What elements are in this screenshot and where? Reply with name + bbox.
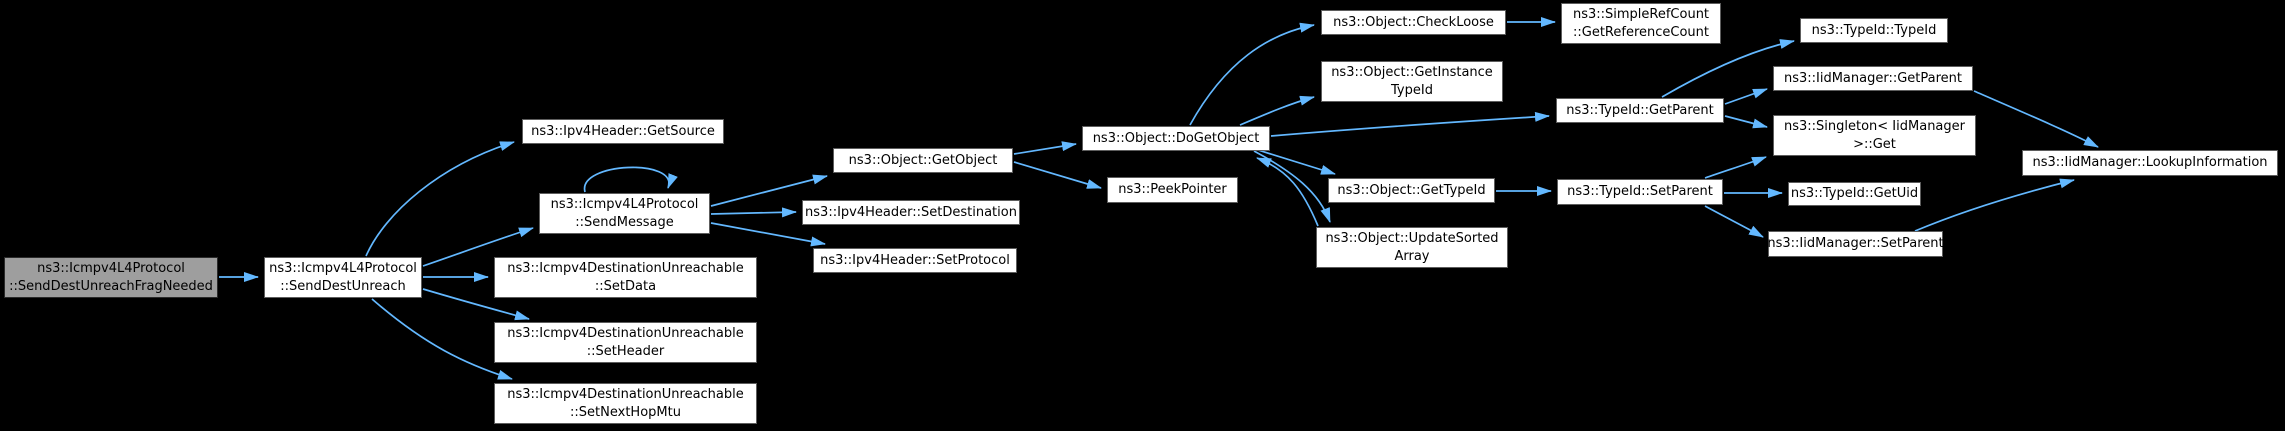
node-label: ns3::Icmpv4L4Protocol xyxy=(37,260,185,276)
node-dest-unreachable-set-data[interactable]: ns3::Icmpv4DestinationUnreachable::SetDa… xyxy=(494,257,757,298)
node-label: Array xyxy=(1394,248,1430,264)
edge-icmpv4-send-message--to--icmpv4-send-message xyxy=(584,166,678,193)
node-label: ns3::TypeId::SetParent xyxy=(1567,184,1713,199)
edge-object-get-object--to--peek-pointer xyxy=(1013,161,1102,189)
node-label: ns3::Ipv4Header::GetSource xyxy=(531,123,715,139)
edge-object-do-get-object--to--object-get-type-id xyxy=(1257,149,1336,175)
edge-icmpv4-send-dest-unreach--to--ipv4header-get-source xyxy=(365,141,515,257)
edge-icmpv4-send-message--to--ipv4header-set-protocol xyxy=(710,222,826,247)
node-label: ::SendDestUnreach xyxy=(280,278,406,294)
node-label: ::SendDestUnreachFragNeeded xyxy=(9,278,213,294)
node-iid-manager-get-parent[interactable]: ns3::IidManager::GetParent xyxy=(1773,66,1973,91)
node-label: ::SendMessage xyxy=(575,214,674,230)
edge-object-do-get-object--to--object-check-loose xyxy=(1189,22,1315,126)
node-label: ns3::Icmpv4DestinationUnreachable xyxy=(507,325,744,341)
edge-icmpv4-send-message--to--object-get-object xyxy=(710,174,828,207)
edge-icmpv4-send-dest-unreach--to--dest-unreachable-set-header xyxy=(422,288,530,321)
node-label: ns3::Object::DoGetObject xyxy=(1092,130,1260,146)
node-label: ::GetReferenceCount xyxy=(1573,24,1709,40)
node-label: ns3::Object::GetTypeId xyxy=(1337,182,1486,198)
edge-type-id-get-parent--to--iid-manager-get-parent xyxy=(1724,88,1768,105)
node-simple-ref-count-get-reference-count[interactable]: ns3::SimpleRefCount::GetReferenceCount xyxy=(1561,3,1721,44)
node-label: ::SetHeader xyxy=(586,343,665,359)
node-dest-unreachable-set-header[interactable]: ns3::Icmpv4DestinationUnreachable::SetHe… xyxy=(494,322,757,363)
node-label: ns3::Object::GetInstance xyxy=(1331,64,1493,80)
node-label: ns3::SimpleRefCount xyxy=(1572,6,1710,22)
node-label: ns3::Object::UpdateSorted xyxy=(1325,230,1499,246)
node-label: ns3::IidManager::LookupInformation xyxy=(2032,155,2268,170)
edge-type-id-set-parent--to--singleton-iid-manager-get xyxy=(1704,156,1767,179)
node-ipv4header-get-source[interactable]: ns3::Ipv4Header::GetSource xyxy=(522,119,724,144)
edge-object-update-sorted-array--to--object-do-get-object xyxy=(1256,157,1319,227)
node-iid-manager-set-parent[interactable]: ns3::IidManager::SetParent xyxy=(1767,231,1944,257)
edge-iid-manager-get-parent--to--iid-manager-lookup-information xyxy=(1973,90,2099,148)
node-object-do-get-object[interactable]: ns3::Object::DoGetObject xyxy=(1082,126,1270,151)
node-label: ns3::TypeId::GetParent xyxy=(1566,102,1714,118)
node-label: ::SetData xyxy=(594,278,657,294)
node-peek-pointer[interactable]: ns3::PeekPointer xyxy=(1107,177,1238,203)
node-label: ns3::Icmpv4DestinationUnreachable xyxy=(507,260,744,276)
node-label: ns3::PeekPointer xyxy=(1118,182,1227,197)
node-label: ns3::Ipv4Header::SetProtocol xyxy=(820,252,1010,268)
node-type-id-get-uid[interactable]: ns3::TypeId::GetUid xyxy=(1788,182,1921,206)
node-label: ns3::Icmpv4L4Protocol xyxy=(269,260,417,276)
edge-iid-manager-set-parent--to--iid-manager-lookup-information xyxy=(1914,178,2075,232)
node-ipv4header-set-protocol[interactable]: ns3::Ipv4Header::SetProtocol xyxy=(813,248,1017,273)
node-type-id-get-parent[interactable]: ns3::TypeId::GetParent xyxy=(1556,98,1724,123)
edge-icmpv4-send-dest-unreach--to--icmpv4-send-message xyxy=(422,227,534,267)
node-label: >::Get xyxy=(1853,136,1896,152)
node-dest-unreachable-set-next-hop-mtu[interactable]: ns3::Icmpv4DestinationUnreachable::SetNe… xyxy=(494,383,757,424)
node-label: ns3::Icmpv4L4Protocol xyxy=(550,196,699,212)
node-object-get-object[interactable]: ns3::Object::GetObject xyxy=(833,148,1013,173)
edge-type-id-get-parent--to--singleton-iid-manager-get xyxy=(1724,115,1768,129)
edge-object-do-get-object--to--object-get-instance-type-id xyxy=(1239,95,1315,126)
edge-icmpv4-send-message--to--ipv4header-set-destination xyxy=(710,207,797,218)
node-type-id-constructor[interactable]: ns3::TypeId::TypeId xyxy=(1800,18,1948,43)
node-icmpv4-send-dest-unreach-frag-needed: ns3::Icmpv4L4Protocol::SendDestUnreachFr… xyxy=(4,257,218,298)
node-iid-manager-lookup-information[interactable]: ns3::IidManager::LookupInformation xyxy=(2022,150,2278,176)
edge-icmpv4-send-dest-unreach--to--dest-unreachable-set-next-hop-mtu xyxy=(371,298,513,380)
node-icmpv4-send-dest-unreach[interactable]: ns3::Icmpv4L4Protocol::SendDestUnreach xyxy=(264,257,422,298)
node-object-check-loose[interactable]: ns3::Object::CheckLoose xyxy=(1321,10,1506,35)
node-label: ns3::Ipv4Header::SetDestination xyxy=(805,204,1017,220)
edge-object-get-object--to--object-do-get-object xyxy=(1013,141,1077,155)
node-label: ns3::Object::CheckLoose xyxy=(1333,14,1494,30)
node-ipv4header-set-destination[interactable]: ns3::Ipv4Header::SetDestination xyxy=(802,200,1020,225)
node-type-id-set-parent[interactable]: ns3::TypeId::SetParent xyxy=(1557,179,1723,205)
node-label: ns3::TypeId::GetUid xyxy=(1790,186,1919,201)
node-label: TypeId xyxy=(1391,82,1433,98)
edge-type-id-set-parent--to--iid-manager-set-parent xyxy=(1704,205,1764,238)
node-label: ns3::Singleton< IidManager xyxy=(1783,118,1965,134)
node-icmpv4-send-message[interactable]: ns3::Icmpv4L4Protocol::SendMessage xyxy=(539,193,710,234)
node-label: ::SetNextHopMtu xyxy=(570,404,681,420)
node-label: ns3::IidManager::GetParent xyxy=(1783,70,1963,86)
node-label: ns3::TypeId::TypeId xyxy=(1811,22,1937,38)
node-singleton-iid-manager-get[interactable]: ns3::Singleton< IidManager>::Get xyxy=(1773,115,1976,156)
node-label: ns3::Icmpv4DestinationUnreachable xyxy=(507,386,744,402)
node-label: ns3::Object::GetObject xyxy=(848,152,998,168)
edge-object-do-get-object--to--type-id-get-parent xyxy=(1270,111,1550,137)
node-label: ns3::IidManager::SetParent xyxy=(1767,236,1944,251)
node-object-get-type-id[interactable]: ns3::Object::GetTypeId xyxy=(1328,178,1495,203)
edge-type-id-get-parent--to--type-id-constructor xyxy=(1661,39,1795,98)
